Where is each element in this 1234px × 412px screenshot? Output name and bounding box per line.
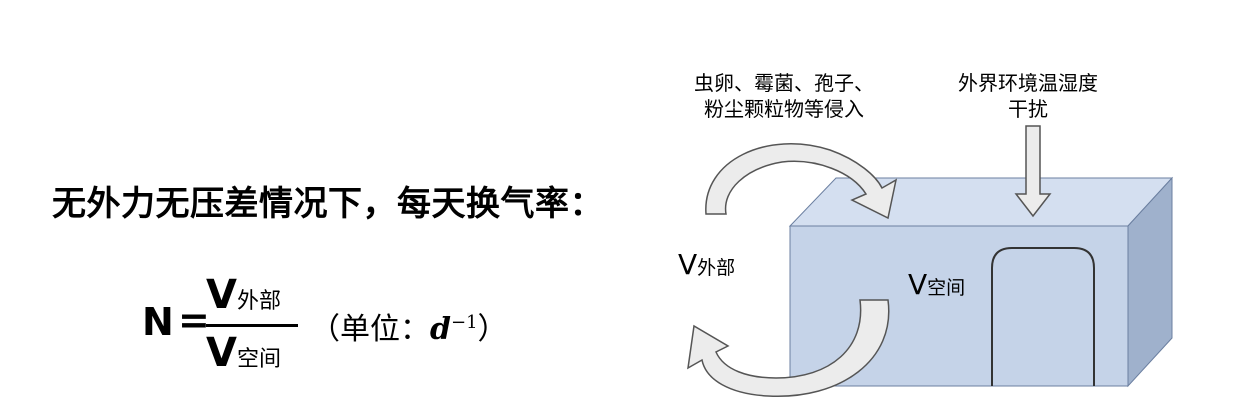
environment-line-1: 外界环境温湿度 xyxy=(958,71,1098,95)
environment-line-2: 干扰 xyxy=(1008,97,1048,121)
door-outline xyxy=(991,247,1095,386)
environment-down-arrow xyxy=(1014,125,1052,218)
formula-fraction: V外部 V空间 xyxy=(206,272,300,392)
formula-unit: （单位：d−1） xyxy=(310,304,508,348)
numerator-sub: 外部 xyxy=(236,289,281,314)
air-exchange-formula: N = V外部 V空间 （单位：d−1） xyxy=(142,272,522,392)
formula-lhs: N xyxy=(142,300,174,344)
inside-volume-label: V空间 xyxy=(908,268,965,301)
intrusion-line-2: 粉尘颗粒物等侵入 xyxy=(704,97,864,121)
box-top-face xyxy=(788,177,1174,227)
intrusion-line-1: 虫卵、霉菌、孢子、 xyxy=(694,71,874,95)
denominator-var: V xyxy=(206,330,237,376)
numerator-var: V xyxy=(206,272,237,318)
formula-numerator: V外部 xyxy=(206,272,281,318)
outside-volume-label: V外部 xyxy=(678,248,735,281)
fraction-bar xyxy=(206,324,298,327)
inflow-curved-arrow xyxy=(705,143,898,220)
formula-denominator: V空间 xyxy=(206,330,281,376)
inside-var: V xyxy=(908,268,928,301)
outside-var: V xyxy=(678,248,698,281)
inside-sub: 空间 xyxy=(927,277,966,299)
outside-sub: 外部 xyxy=(697,257,736,279)
unit-suffix: ） xyxy=(477,312,508,347)
heading: 无外力无压差情况下，每天换气率： xyxy=(52,184,604,224)
denominator-sub: 空间 xyxy=(236,347,281,372)
environment-label: 外界环境温湿度 干扰 xyxy=(958,70,1098,122)
outflow-curved-arrow xyxy=(687,299,890,397)
unit-prefix: （单位： xyxy=(310,312,430,347)
unit-symbol: d xyxy=(430,312,451,347)
unit-exponent: −1 xyxy=(450,312,478,333)
formula-equals: = xyxy=(178,298,210,342)
intrusion-label: 虫卵、霉菌、孢子、 粉尘颗粒物等侵入 xyxy=(694,70,874,122)
